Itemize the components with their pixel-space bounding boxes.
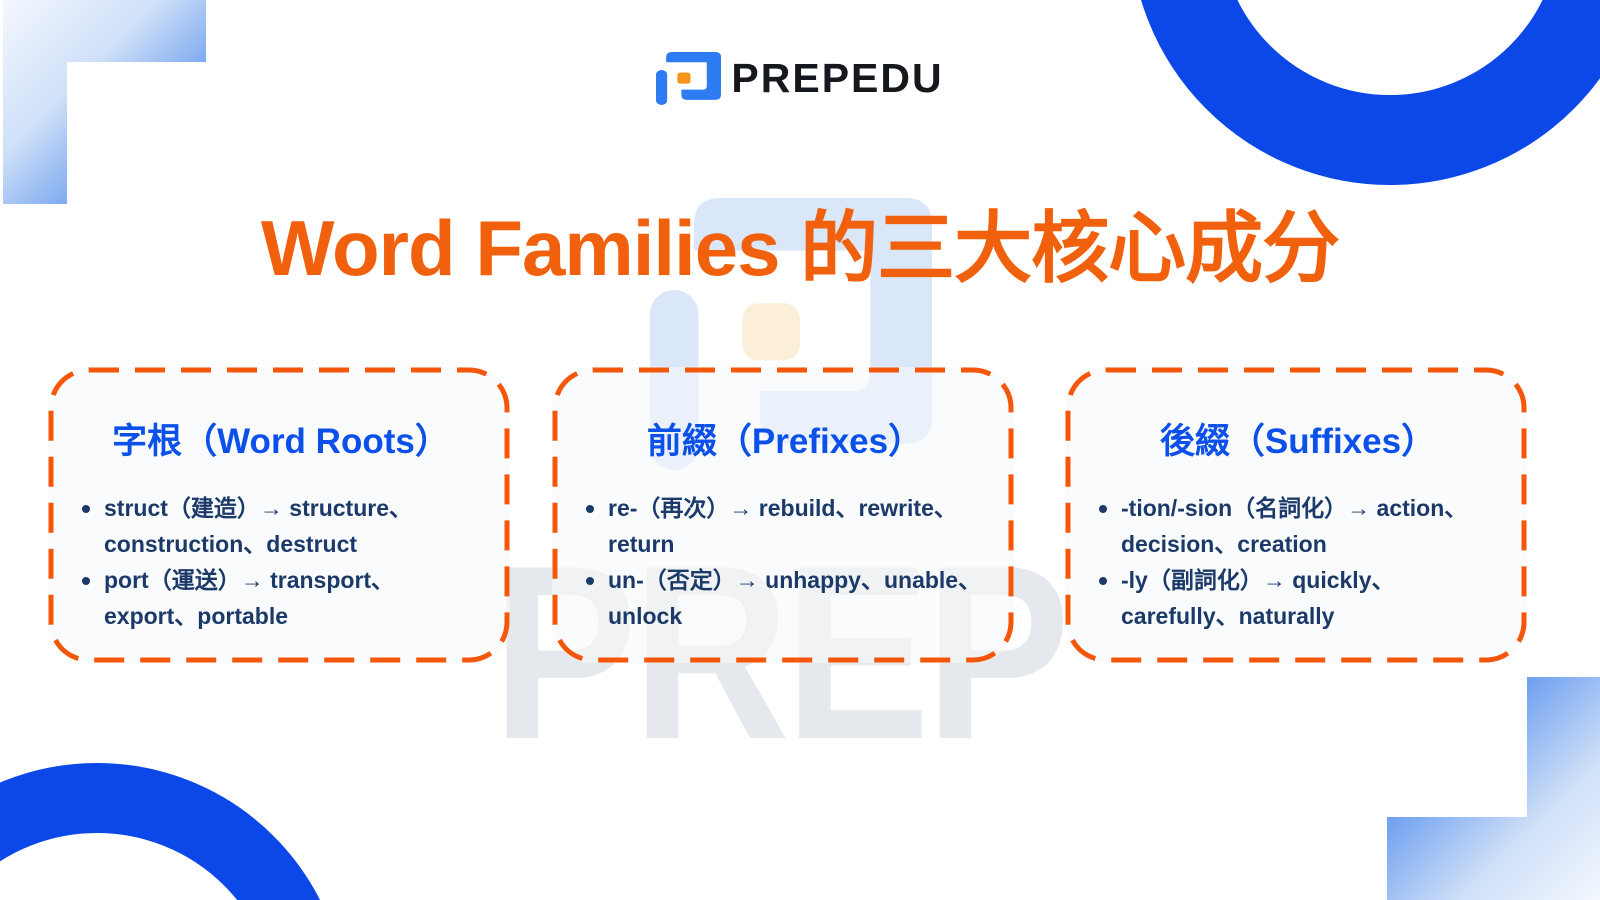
prep-logo-icon — [656, 52, 722, 105]
list-item: re-（再次）→ rebuild、rewrite、return — [582, 490, 988, 562]
card-suffixes: 後綴（Suffixes） -tion/-sion（名詞化）→ action、de… — [1065, 367, 1527, 663]
bullet-dot-icon — [586, 505, 594, 513]
list-item: port（運送）→ transport、export、portable — [78, 562, 484, 634]
bullet-list: -tion/-sion（名詞化）→ action、decision、creati… — [1095, 490, 1501, 634]
blue-ring-bottom-left — [0, 763, 347, 900]
list-item: struct（建造）→ structure、construction、destr… — [78, 490, 484, 562]
bullet-text: port（運送）→ transport、export、portable — [104, 567, 395, 629]
bullet-dot-icon — [1099, 577, 1107, 585]
bullet-text: -tion/-sion（名詞化）→ action、decision、creati… — [1121, 495, 1468, 557]
list-item: -tion/-sion（名詞化）→ action、decision、creati… — [1095, 490, 1501, 562]
card-title: 前綴（Prefixes） — [646, 422, 924, 461]
bullet-dot-icon — [82, 577, 90, 585]
card-prefixes: 前綴（Prefixes） re-（再次）→ rebuild、rewrite、re… — [552, 367, 1014, 663]
bullet-list: struct（建造）→ structure、construction、destr… — [78, 490, 484, 634]
bullet-text: re-（再次）→ rebuild、rewrite、return — [608, 495, 957, 557]
card-word-roots: 字根（Word Roots） struct（建造）→ structure、con… — [48, 367, 510, 663]
brand-header: PREPEDU — [0, 52, 1600, 105]
list-item: -ly（副詞化）→ quickly、carefully、naturally — [1095, 562, 1501, 634]
list-item: un-（否定）→ unhappy、unable、unlock — [582, 562, 988, 634]
bullet-dot-icon — [82, 505, 90, 513]
bullet-dot-icon — [586, 577, 594, 585]
brand-wordmark: PREPEDU — [731, 55, 944, 101]
bullet-text: struct（建造）→ structure、construction、destr… — [104, 495, 412, 557]
corner-gradient-bracket-bottom-right — [1387, 677, 1600, 900]
page-title: Word Families 的三大核心成分 — [260, 204, 1340, 292]
card-title: 字根（Word Roots） — [112, 422, 450, 461]
bullet-list: re-（再次）→ rebuild、rewrite、return un-（否定）→… — [582, 490, 988, 634]
bullet-dot-icon — [1099, 505, 1107, 513]
bullet-text: un-（否定）→ unhappy、unable、unlock — [608, 567, 982, 629]
bullet-text: -ly（副詞化）→ quickly、carefully、naturally — [1121, 567, 1395, 629]
card-title: 後綴（Suffixes） — [1159, 422, 1437, 461]
